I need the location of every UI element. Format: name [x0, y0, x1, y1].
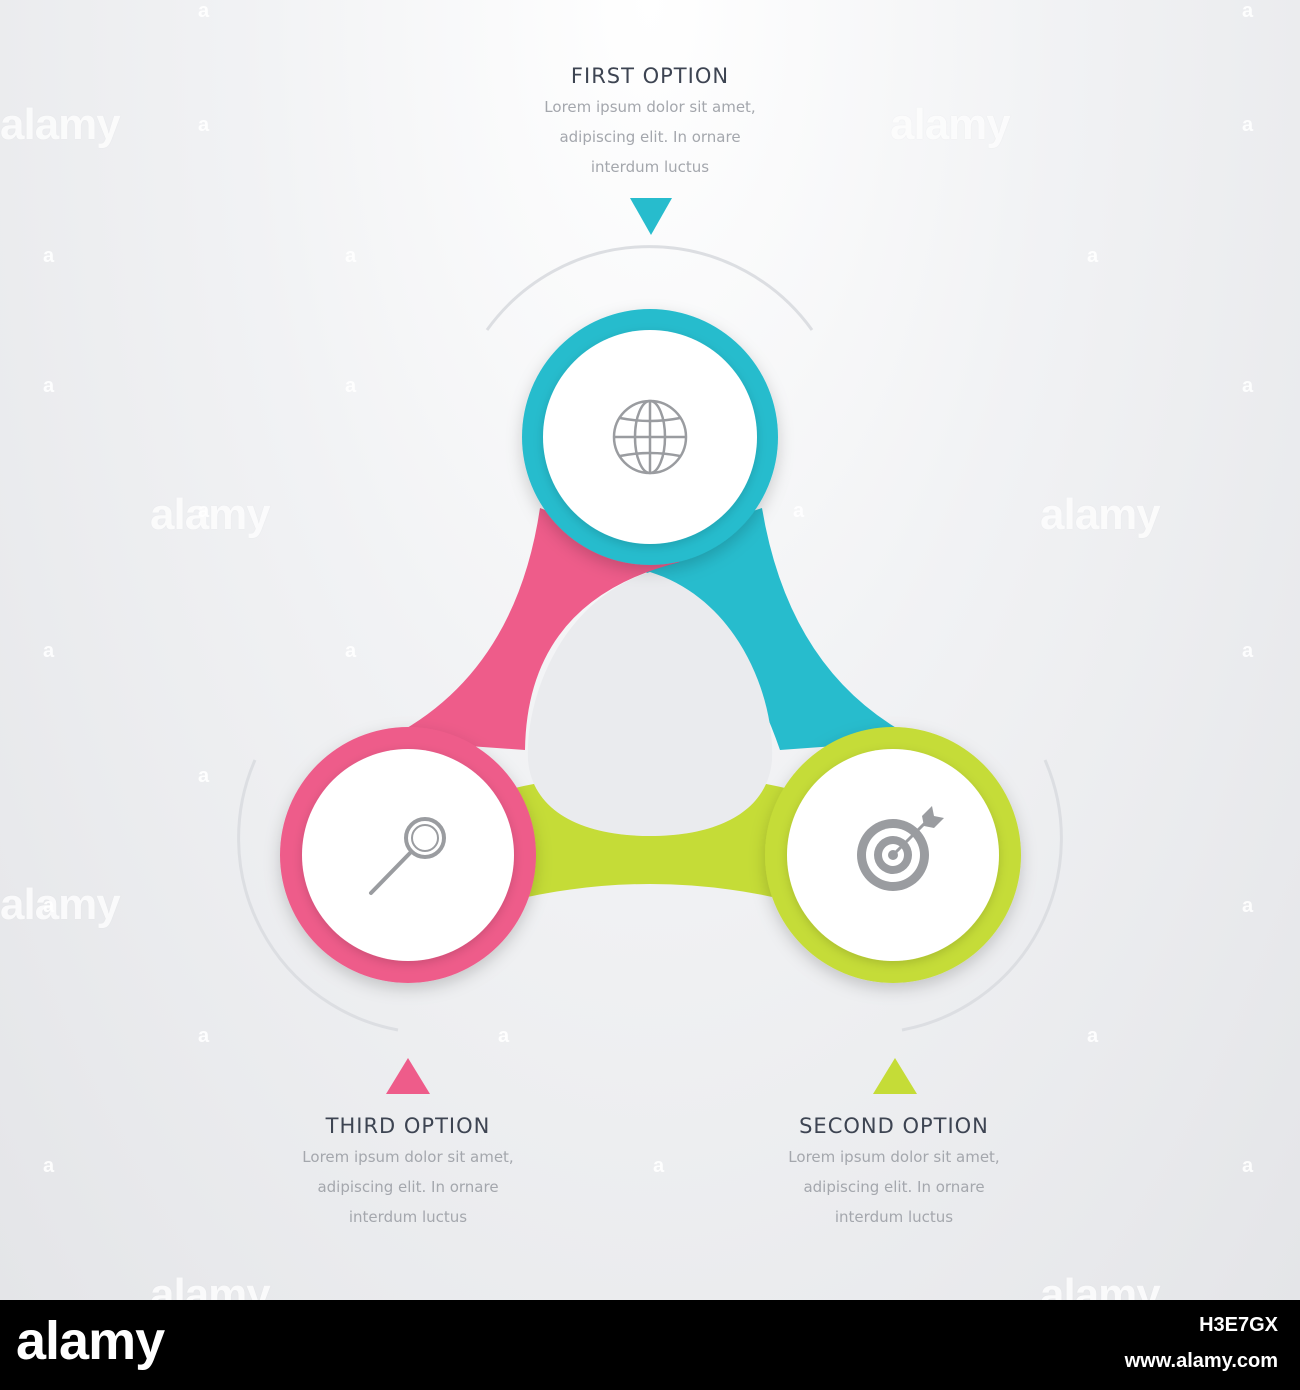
infographic-canvas: alamyalamyalamyalamyalamyalamyalamyalamy… — [0, 0, 1300, 1300]
first-option-node[interactable] — [522, 309, 778, 565]
third-option-label: THIRD OPTION Lorem ipsum dolor sit amet,… — [248, 1114, 568, 1232]
target-icon — [857, 806, 944, 891]
three-option-cycle-diagram — [237, 198, 1063, 1094]
second-option-description: Lorem ipsum dolor sit amet, adipiscing e… — [734, 1142, 1054, 1232]
connector-right-blue — [612, 508, 918, 750]
description-line: adipiscing elit. In ornare — [803, 1178, 985, 1196]
footer-bar: alamy H3E7GX www.alamy.com — [0, 1300, 1300, 1390]
footer-url[interactable]: www.alamy.com — [1124, 1350, 1278, 1372]
connector-left-pink — [385, 508, 680, 750]
third-option-node[interactable] — [280, 727, 536, 983]
third-pointer-triangle — [386, 1058, 430, 1094]
description-line: interdum luctus — [348, 1208, 468, 1226]
description-line: adipiscing elit. In ornare — [317, 1178, 499, 1196]
halo-arc-left — [237, 759, 399, 1032]
halo-arc-top — [485, 245, 814, 331]
globe-icon — [612, 399, 688, 475]
third-option-description: Lorem ipsum dolor sit amet, adipiscing e… — [248, 1142, 568, 1232]
second-option-label: SECOND OPTION Lorem ipsum dolor sit amet… — [734, 1114, 1054, 1232]
description-line: Lorem ipsum dolor sit amet, — [302, 1148, 514, 1166]
description-line: interdum luctus — [834, 1208, 954, 1226]
description-line: adipiscing elit. In ornare — [559, 128, 741, 146]
second-option-title: SECOND OPTION — [799, 1114, 989, 1138]
second-pointer-triangle — [873, 1058, 917, 1094]
description-line: Lorem ipsum dolor sit amet, — [788, 1148, 1000, 1166]
halo-arc-right — [901, 759, 1063, 1032]
description-line: Lorem ipsum dolor sit amet, — [544, 98, 756, 116]
first-pointer-triangle — [630, 198, 672, 235]
footer-logo[interactable]: alamy — [16, 1311, 165, 1371]
center-hole — [527, 572, 773, 836]
first-option-description: Lorem ipsum dolor sit amet, adipiscing e… — [490, 92, 810, 182]
description-line: interdum luctus — [590, 158, 710, 176]
footer-image-id: H3E7GX — [1199, 1314, 1278, 1336]
third-option-title: THIRD OPTION — [325, 1114, 491, 1138]
first-option-title: FIRST OPTION — [570, 64, 730, 88]
magnifier-icon — [369, 817, 446, 895]
second-option-node[interactable] — [765, 727, 1021, 983]
first-option-label: FIRST OPTION Lorem ipsum dolor sit amet,… — [490, 64, 810, 182]
